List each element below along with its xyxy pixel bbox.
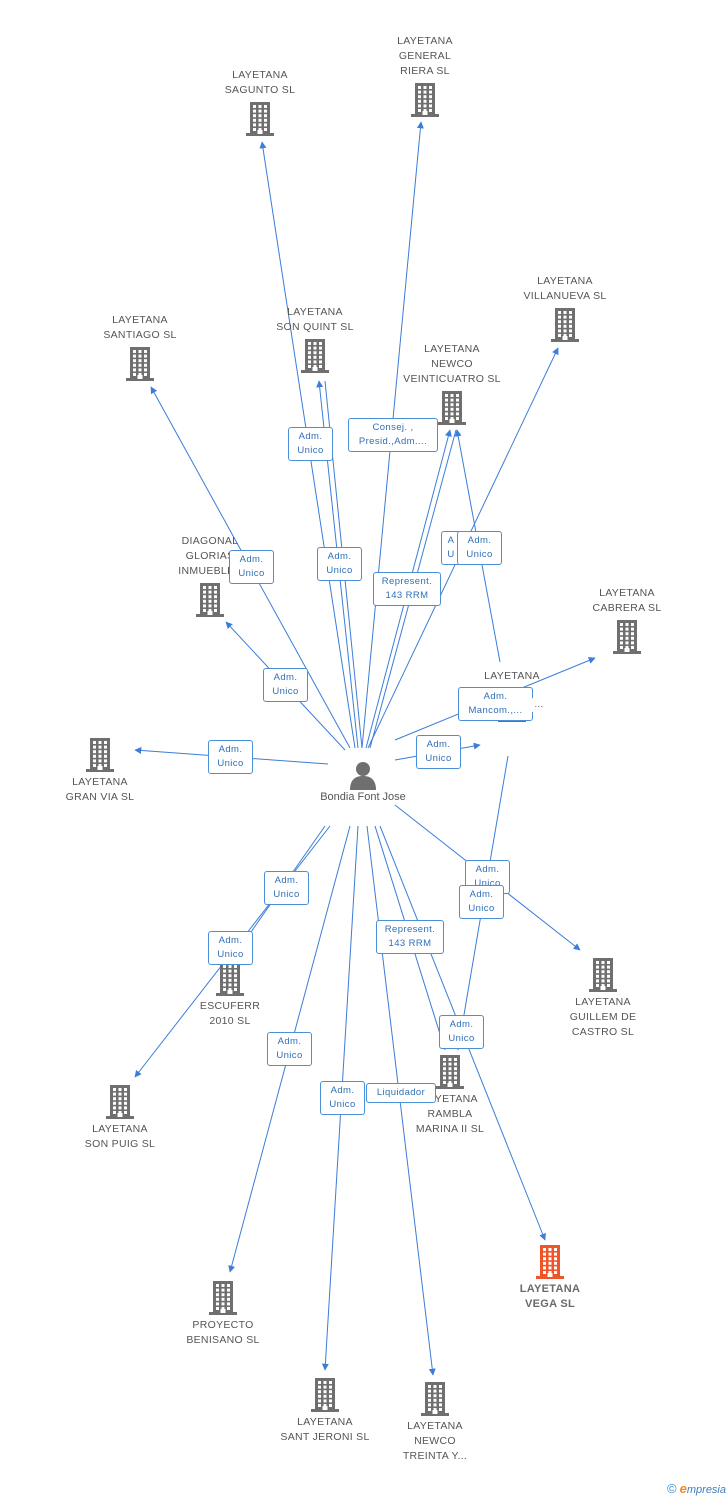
company-node-son-puig[interactable]: LAYETANA SON PUIG SL	[50, 1085, 190, 1152]
edge-label-diagonal[interactable]: Adm. Unico	[263, 668, 308, 702]
center-person[interactable]: Bondia Font Jose	[308, 760, 418, 804]
building-icon	[86, 738, 114, 772]
edge-label-hidden-a[interactable]: A U	[441, 531, 461, 565]
company-node-santiago[interactable]: LAYETANA SANTIAGO SL	[70, 313, 210, 381]
building-icon	[246, 102, 274, 136]
edge-label-represent2[interactable]: Represent. 143 RRM	[376, 920, 444, 954]
edge-label-sonquint2[interactable]: Adm. Unico	[317, 547, 362, 581]
building-icon	[411, 83, 439, 117]
building-icon	[106, 1085, 134, 1119]
building-icon	[421, 1382, 449, 1416]
building-icon	[438, 391, 466, 425]
edge-label-mid[interactable]: Adm. Unico	[416, 735, 461, 769]
building-icon	[311, 1378, 339, 1412]
company-label: LAYETANA NEWCO VEINTICUATRO SL	[403, 343, 501, 385]
company-label: LAYETANA SANTIAGO SL	[103, 314, 177, 341]
company-label: LAYETANA GENERAL RIERA SL	[397, 35, 453, 77]
footer-brand[interactable]: ©empresia	[667, 1481, 726, 1496]
company-label: LAYETANA SON QUINT SL	[276, 306, 354, 333]
edge-label-santiago[interactable]: Adm. Unico	[229, 550, 274, 584]
building-icon	[301, 339, 329, 373]
building-icon	[216, 962, 244, 996]
company-label: LAYETANA VEGA SL	[519, 1283, 581, 1310]
company-label: PROYECTO BENISANO SL	[186, 1319, 260, 1346]
building-icon	[589, 958, 617, 992]
company-label: LAYETANA GRAN VIA SL	[65, 776, 135, 803]
company-label: LAYETANA VILLANUEVA SL	[523, 275, 607, 302]
edge-label-sonquint[interactable]: Adm. Unico	[288, 427, 333, 461]
edge-label-mancom[interactable]: Adm. Mancom.,...	[458, 687, 533, 721]
company-label: LAYETANA SAGUNTO SL	[224, 69, 296, 96]
copyright-symbol: ©	[667, 1481, 677, 1496]
edge-label-granvia[interactable]: Adm. Unico	[208, 740, 253, 774]
building-icon	[209, 1281, 237, 1315]
brand-initial: e	[679, 1481, 687, 1496]
building-icon	[613, 620, 641, 654]
edge-label-villanueva[interactable]: Adm. Unico	[457, 531, 502, 565]
edge-label-vega[interactable]: Adm. Unico	[439, 1015, 484, 1049]
edge-label-liquidador[interactable]: Liquidador	[366, 1083, 436, 1103]
company-node-sant-jeroni[interactable]: LAYETANA SANT JERONI SL	[255, 1378, 395, 1445]
company-node-son-quint[interactable]: LAYETANA SON QUINT SL	[245, 305, 385, 373]
company-label: LAYETANA CABRERA SL	[592, 587, 662, 614]
edge-label-escuferr[interactable]: Adm. Unico	[264, 871, 309, 905]
company-node-vega[interactable]: LAYETANA VEGA SL	[480, 1245, 620, 1312]
company-label: LAYETANA SON PUIG SL	[84, 1123, 156, 1150]
building-icon	[126, 347, 154, 381]
company-node-rambla[interactable]: LAYETANA RAMBLA MARINA II SL	[380, 1055, 520, 1137]
edge-label-benisano[interactable]: Adm. Unico	[267, 1032, 312, 1066]
company-label: LAYETANA RAMBLA MARINA II SL	[415, 1093, 485, 1135]
company-label: LAYETANA SANT JERONI SL	[280, 1416, 370, 1443]
edge-label-consej[interactable]: Consej. , Presid.,Adm....	[348, 418, 438, 452]
brand-name: mpresia	[686, 1484, 726, 1496]
company-node-gran-via[interactable]: LAYETANA GRAN VIA SL	[30, 738, 170, 805]
edge-label-guillem2[interactable]: Adm. Unico	[459, 885, 504, 919]
company-label: ESCUFERR 2010 SL	[199, 1000, 261, 1027]
company-node-sagunto[interactable]: LAYETANA SAGUNTO SL	[190, 68, 330, 136]
company-node-guillem[interactable]: LAYETANA GUILLEM DE CASTRO SL	[533, 958, 673, 1040]
company-label: LAYETANA NEWCO TREINTA Y...	[402, 1420, 468, 1462]
company-node-diagonal[interactable]: DIAGONAL GLORIAS INMUEBLES	[140, 534, 280, 617]
center-person-label: Bondia Font Jose	[320, 791, 406, 803]
company-node-general-riera[interactable]: LAYETANA GENERAL RIERA SL	[355, 34, 495, 117]
person-icon	[350, 762, 376, 790]
edge-label-mancom-tail[interactable]: ...	[530, 698, 548, 712]
building-icon	[196, 583, 224, 617]
edge-label-santjeroni[interactable]: Adm. Unico	[320, 1081, 365, 1115]
edge-label-sonpuig[interactable]: Adm. Unico	[208, 931, 253, 965]
company-label: DIAGONAL GLORIAS INMUEBLES	[178, 535, 242, 577]
company-node-newco-24[interactable]: LAYETANA NEWCO VEINTICUATRO SL	[382, 342, 522, 425]
company-node-villanueva[interactable]: LAYETANA VILLANUEVA SL	[495, 274, 635, 342]
company-node-newco-30[interactable]: LAYETANA NEWCO TREINTA Y...	[365, 1382, 505, 1464]
edge-label-represent1[interactable]: Represent. 143 RRM	[373, 572, 441, 606]
company-node-benisano[interactable]: PROYECTO BENISANO SL	[153, 1281, 293, 1348]
company-node-escuferr[interactable]: ESCUFERR 2010 SL	[160, 962, 300, 1029]
company-label: LAYETANA	[484, 670, 540, 682]
company-node-cabrera[interactable]: LAYETANA CABRERA SL	[557, 586, 697, 654]
building-icon	[436, 1055, 464, 1089]
building-icon	[536, 1245, 564, 1279]
building-icon	[551, 308, 579, 342]
company-label: LAYETANA GUILLEM DE CASTRO SL	[569, 996, 637, 1038]
